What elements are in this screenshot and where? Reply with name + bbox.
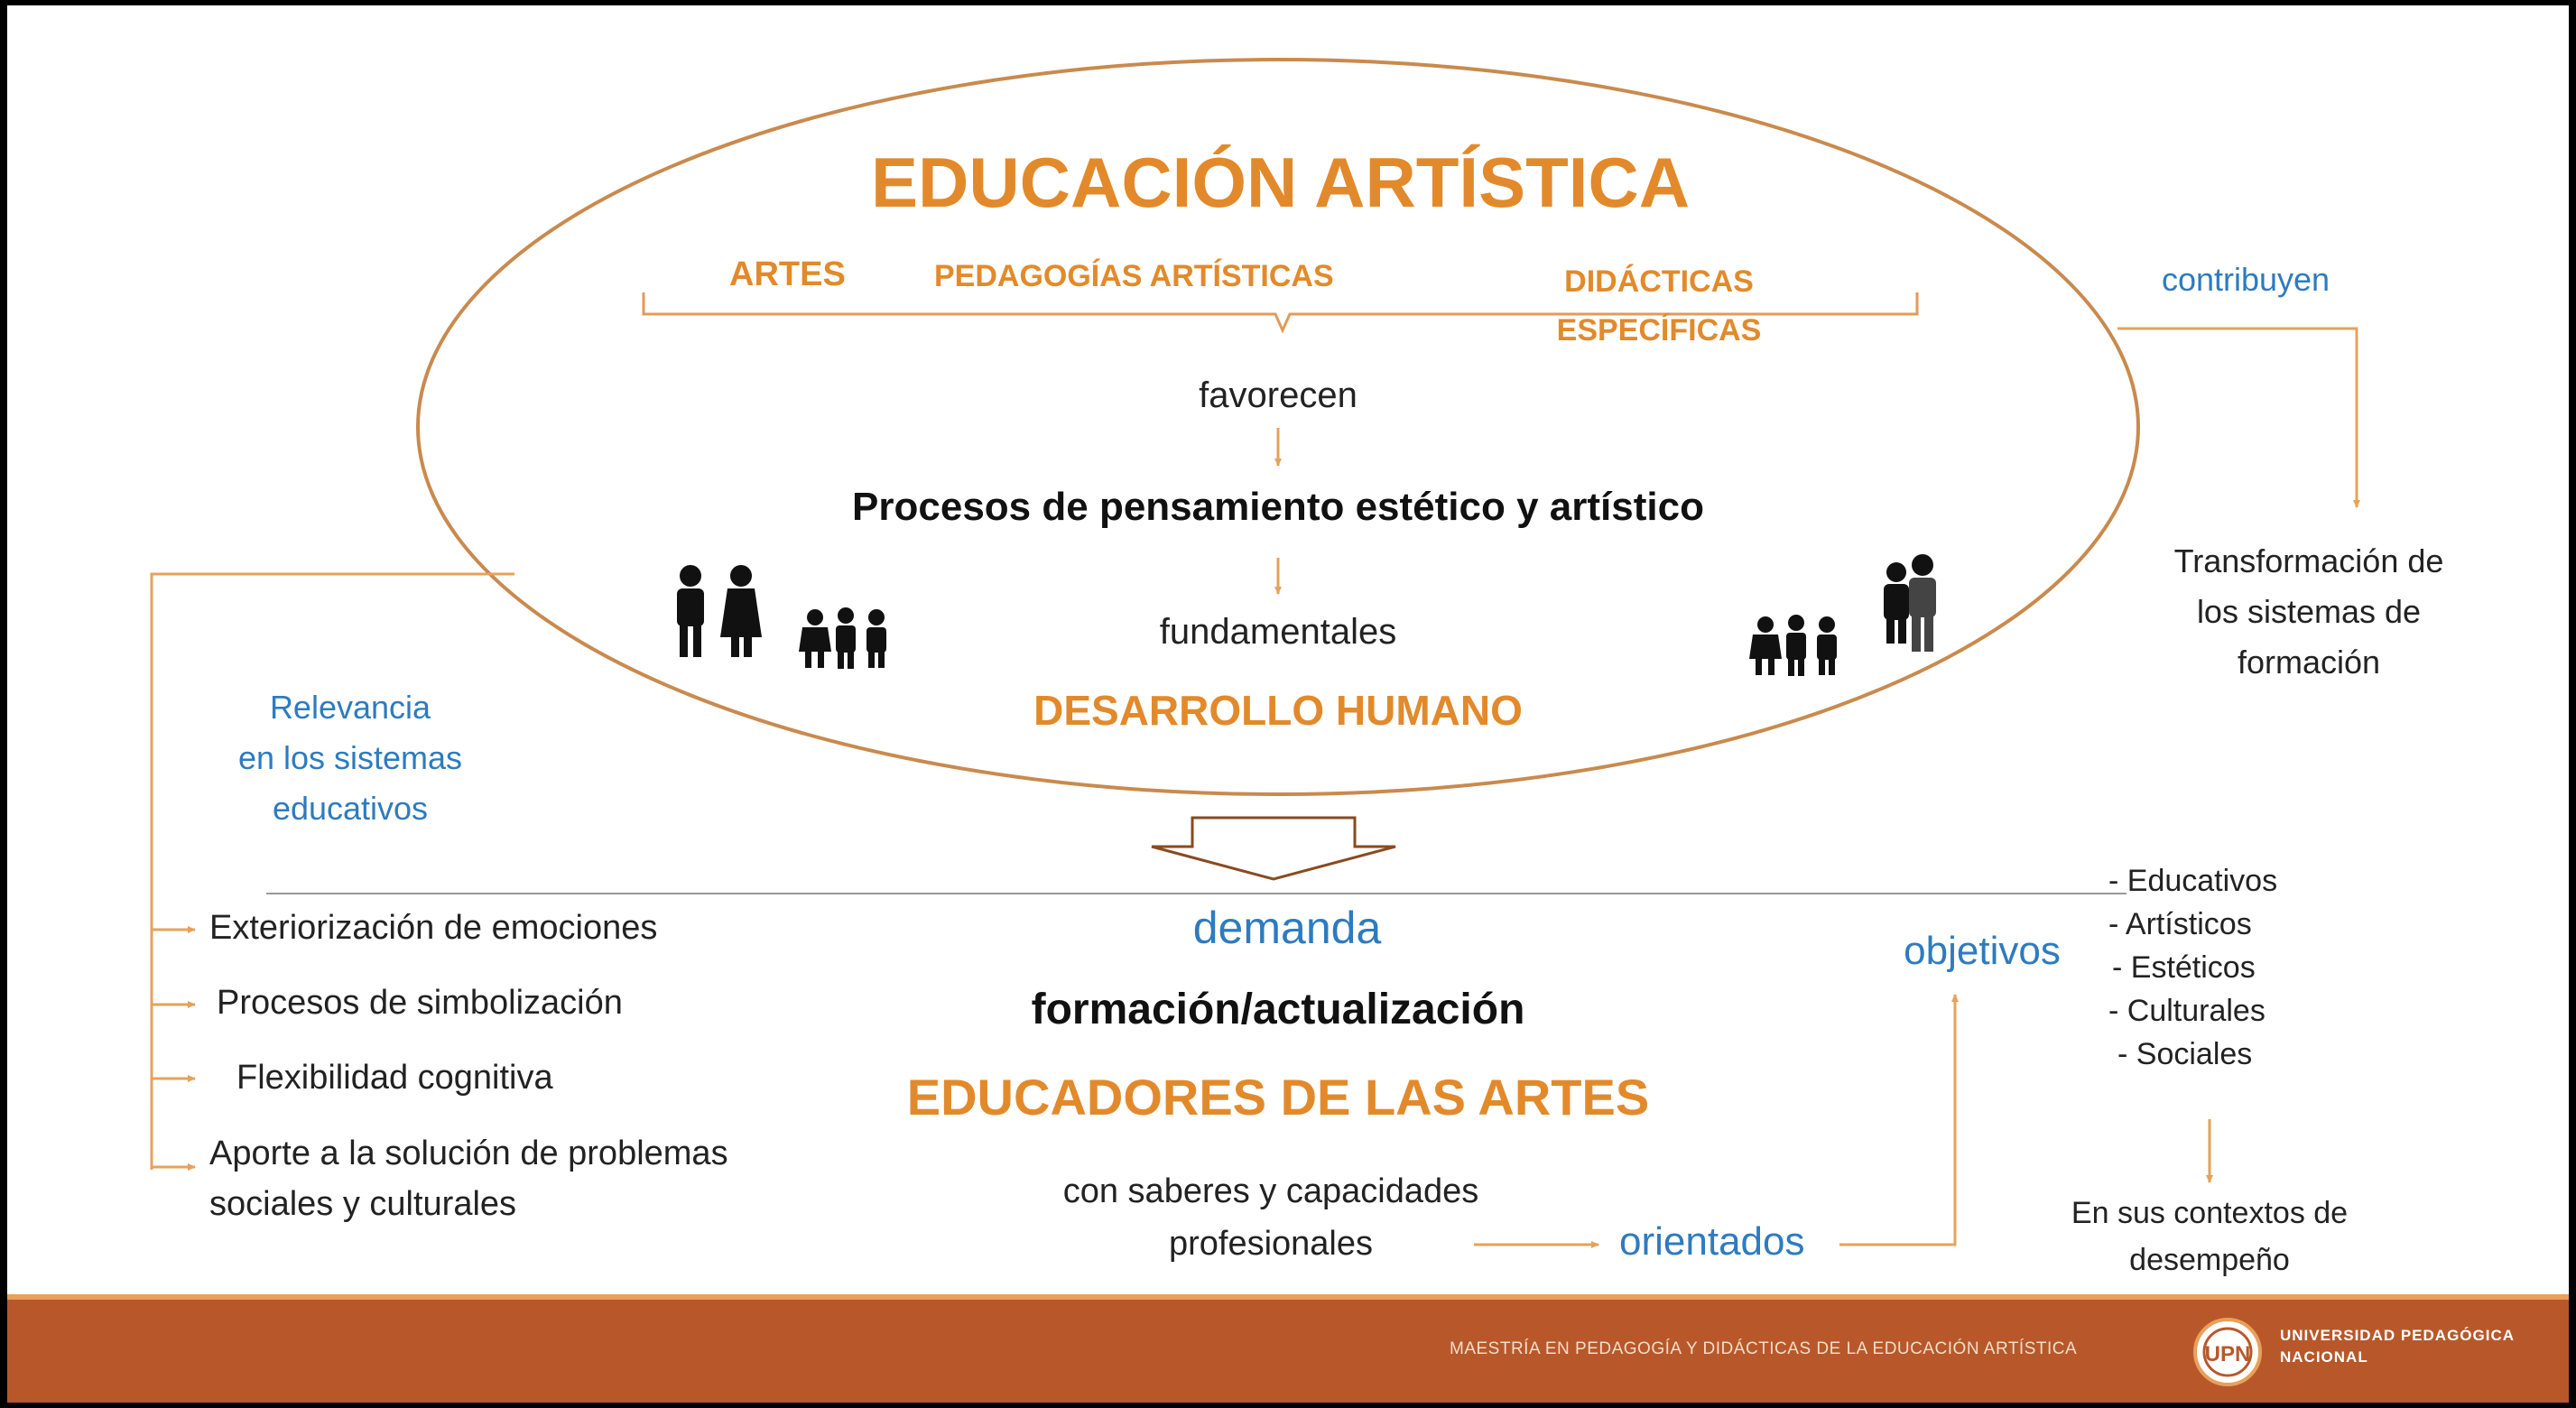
children-group-icon — [799, 607, 886, 669]
transformacion-line3: formación — [2237, 644, 2381, 681]
relevancia-line3: educativos — [272, 790, 429, 827]
label-fundamentales: fundamentales — [1159, 612, 1397, 652]
formacion-heading: formación/actualización — [1031, 986, 1525, 1033]
objective-esteticos: - Estéticos — [2112, 950, 2256, 985]
connector-relevancia — [150, 572, 514, 1170]
arrow-contribuyen — [2117, 327, 2360, 508]
desarrollo-humano: DESARROLLO HUMANO — [1033, 687, 1523, 734]
transformacion-line1: Transformación de — [2173, 542, 2444, 579]
benefit-item-1: Exteriorización de emociones — [209, 909, 658, 947]
objective-educativos: - Educativos — [2108, 864, 2278, 898]
component-didacticas-line1: DIDÁCTICAS — [1564, 264, 1754, 299]
component-pedagogias: PEDAGOGÍAS ARTÍSTICAS — [934, 259, 1334, 293]
arrow-to-objetivos — [1839, 994, 1959, 1246]
label-favorecen: favorecen — [1199, 375, 1357, 415]
benefit-item-3: Flexibilidad cognitiva — [236, 1059, 553, 1097]
footer-bar: MAESTRÍA EN PEDAGOGÍA Y DIDÁCTICAS DE LA… — [7, 1300, 2569, 1403]
label-demanda: demanda — [1192, 903, 1382, 953]
footer-program-name: MAESTRÍA EN PEDAGOGÍA Y DIDÁCTICAS DE LA… — [1450, 1339, 2078, 1358]
children-group-icon — [1749, 615, 1837, 676]
logo-initials: UPN — [2205, 1342, 2251, 1366]
saberes-line1: con saberes y capacidades — [1062, 1172, 1479, 1210]
label-contribuyen: contribuyen — [2161, 261, 2330, 298]
footer-accent-line — [7, 1294, 2569, 1300]
benefit-item-2: Procesos de simbolización — [217, 984, 623, 1022]
relevancia-line2: en los sistemas — [237, 739, 463, 776]
contextos-line2: desempeño — [2129, 1243, 2290, 1277]
footer-university-line1: UNIVERSIDAD PEDAGÓGICA — [2280, 1327, 2516, 1344]
educadores-heading: EDUCADORES DE LAS ARTES — [906, 1069, 1650, 1125]
objective-culturales: - Culturales — [2108, 994, 2266, 1028]
label-orientados: orientados — [1619, 1219, 1805, 1264]
footer-university-line2: NACIONAL — [2280, 1348, 2368, 1366]
contextos-line1: En sus contextos de — [2071, 1196, 2349, 1230]
label-objetivos: objetivos — [1904, 929, 2061, 973]
slide: EDUCACIÓN ARTÍSTICA ARTES PEDAGOGÍAS ART… — [7, 5, 2569, 1403]
education-oval — [416, 58, 2140, 796]
benefit-item-4-line1: Aporte a la solución de problemas — [209, 1135, 728, 1172]
transformacion-line2: los sistemas de — [2196, 593, 2422, 630]
components-brace — [642, 292, 1919, 334]
objective-artisticos: - Artísticos — [2108, 907, 2252, 941]
main-title: EDUCACIÓN ARTÍSTICA — [871, 143, 1691, 222]
diagram-connectors — [150, 58, 2360, 1248]
objective-sociales: - Sociales — [2117, 1037, 2253, 1071]
relevancia-line1: Relevancia — [269, 689, 431, 726]
adult-pair-icon — [1884, 554, 1936, 652]
benefit-item-4-line2: sociales y culturales — [209, 1185, 517, 1223]
saberes-line2: profesionales — [1168, 1225, 1374, 1263]
component-didacticas-line2: ESPECÍFICAS — [1556, 313, 1762, 347]
adult-pair-icon — [677, 565, 762, 657]
procesos-heading: Procesos de pensamiento estético y artís… — [852, 485, 1704, 529]
university-logo-icon: UPN — [2193, 1318, 2262, 1386]
big-down-arrow — [1151, 816, 1396, 881]
component-artes: ARTES — [729, 255, 846, 293]
